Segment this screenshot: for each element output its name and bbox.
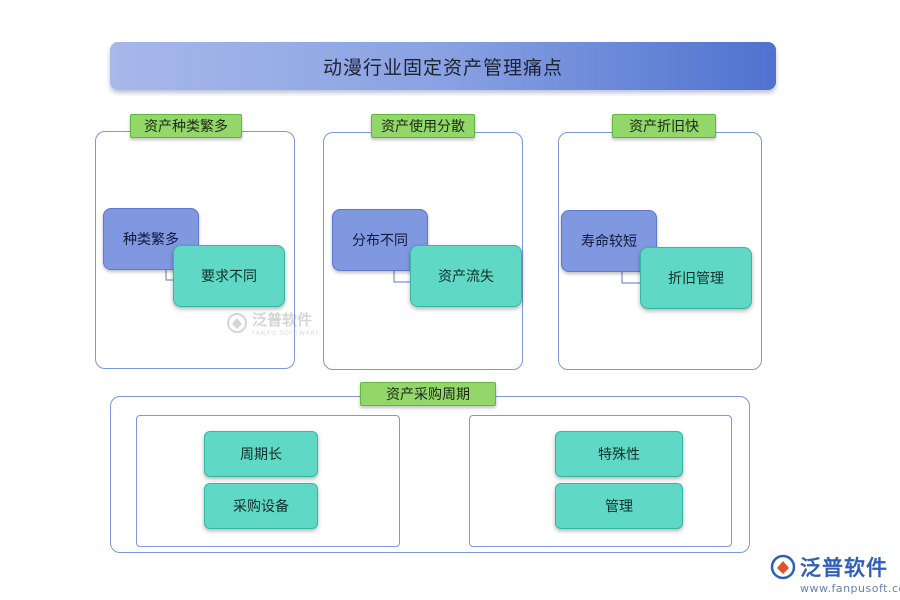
brand-url: www.fanpusoft.com: [800, 582, 900, 595]
watermark-text: 泛普软件: [252, 311, 313, 329]
section-tag-depreciation: 资产折旧快: [612, 114, 716, 138]
brand-logo: 泛普软件 www.fanpusoft.com: [770, 552, 900, 595]
section-tag-dispersed: 资产使用分散: [371, 114, 475, 138]
brand-logo-icon: [770, 554, 796, 580]
section-tag-variety: 资产种类繁多: [130, 114, 242, 138]
watermark-subtext: FANPU SOFTWARE: [252, 330, 321, 337]
procurement-item-purchase-equipment: 采购设备: [204, 483, 318, 529]
watermark-logo-icon: [227, 313, 247, 333]
target-node-dispersed: 资产流失: [410, 245, 522, 307]
diagram-title: 动漫行业固定资产管理痛点: [110, 42, 776, 90]
brand-name: 泛普软件: [800, 556, 888, 580]
watermark: 泛普软件 FANPU SOFTWARE: [226, 309, 321, 337]
target-node-variety: 要求不同: [173, 245, 285, 307]
procurement-item-particularity: 特殊性: [555, 431, 683, 477]
procurement-tag: 资产采购周期: [360, 382, 496, 406]
procurement-item-long-cycle: 周期长: [204, 431, 318, 477]
procurement-item-management: 管理: [555, 483, 683, 529]
target-node-depreciation: 折旧管理: [640, 247, 752, 309]
